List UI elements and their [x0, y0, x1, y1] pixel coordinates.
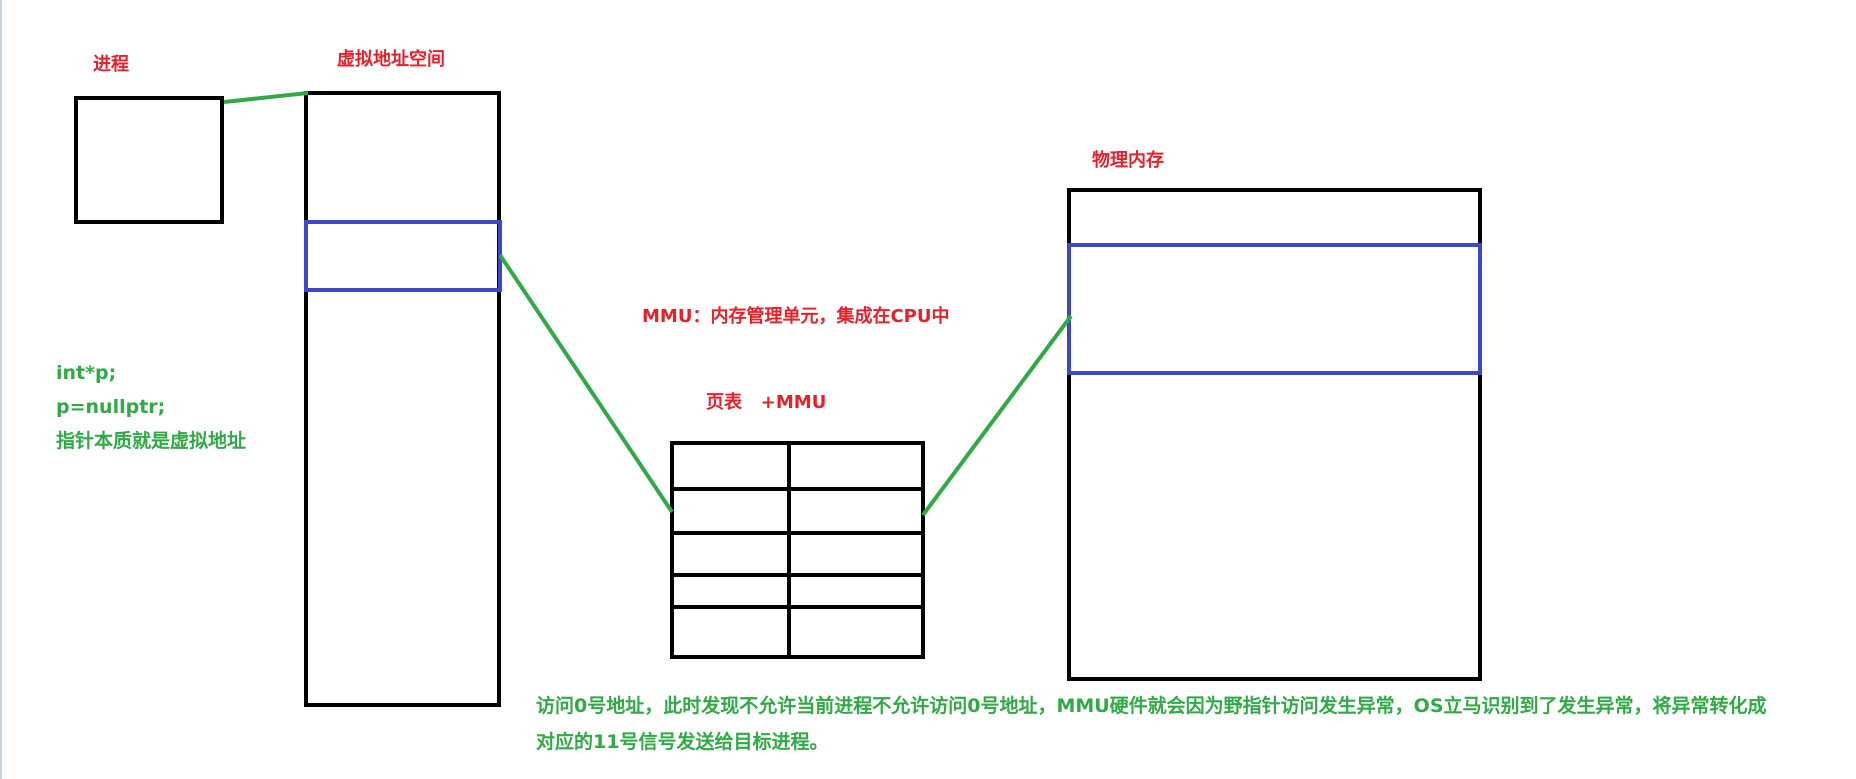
virtual-address-space-label: 虚拟地址空间 [337, 49, 445, 70]
connector-page-table-to-physical [921, 314, 1073, 517]
physical-region-highlight [1067, 243, 1482, 375]
physical-memory-box [1067, 188, 1482, 681]
page-table-label: 页表 +MMU [706, 392, 827, 413]
mmu-description-label: MMU：内存管理单元，集成在CPU中 [642, 306, 950, 327]
virtual-region-highlight [304, 220, 502, 292]
process-box [74, 96, 224, 224]
virtual-address-space-box [304, 91, 501, 707]
physical-memory-label: 物理内存 [1092, 150, 1164, 171]
connector-virtual-to-page-table [498, 253, 674, 514]
explanation-text: 访问0号地址，此时发现不允许当前进程不允许访问0号地址，MMU硬件就会因为野指针… [536, 695, 1767, 753]
code-line-comment: 指针本质就是虚拟地址 [56, 430, 247, 452]
connector-process-to-virtual [223, 91, 309, 104]
code-note: int*p; p=nullptr; 指针本质就是虚拟地址 [56, 356, 246, 458]
code-line-declaration: int*p; [56, 362, 117, 384]
code-line-assignment: p=nullptr; [56, 396, 166, 418]
left-edge-border [0, 0, 2, 779]
page-table [670, 441, 925, 659]
page-table-frame [670, 441, 925, 659]
process-label: 进程 [93, 54, 129, 75]
